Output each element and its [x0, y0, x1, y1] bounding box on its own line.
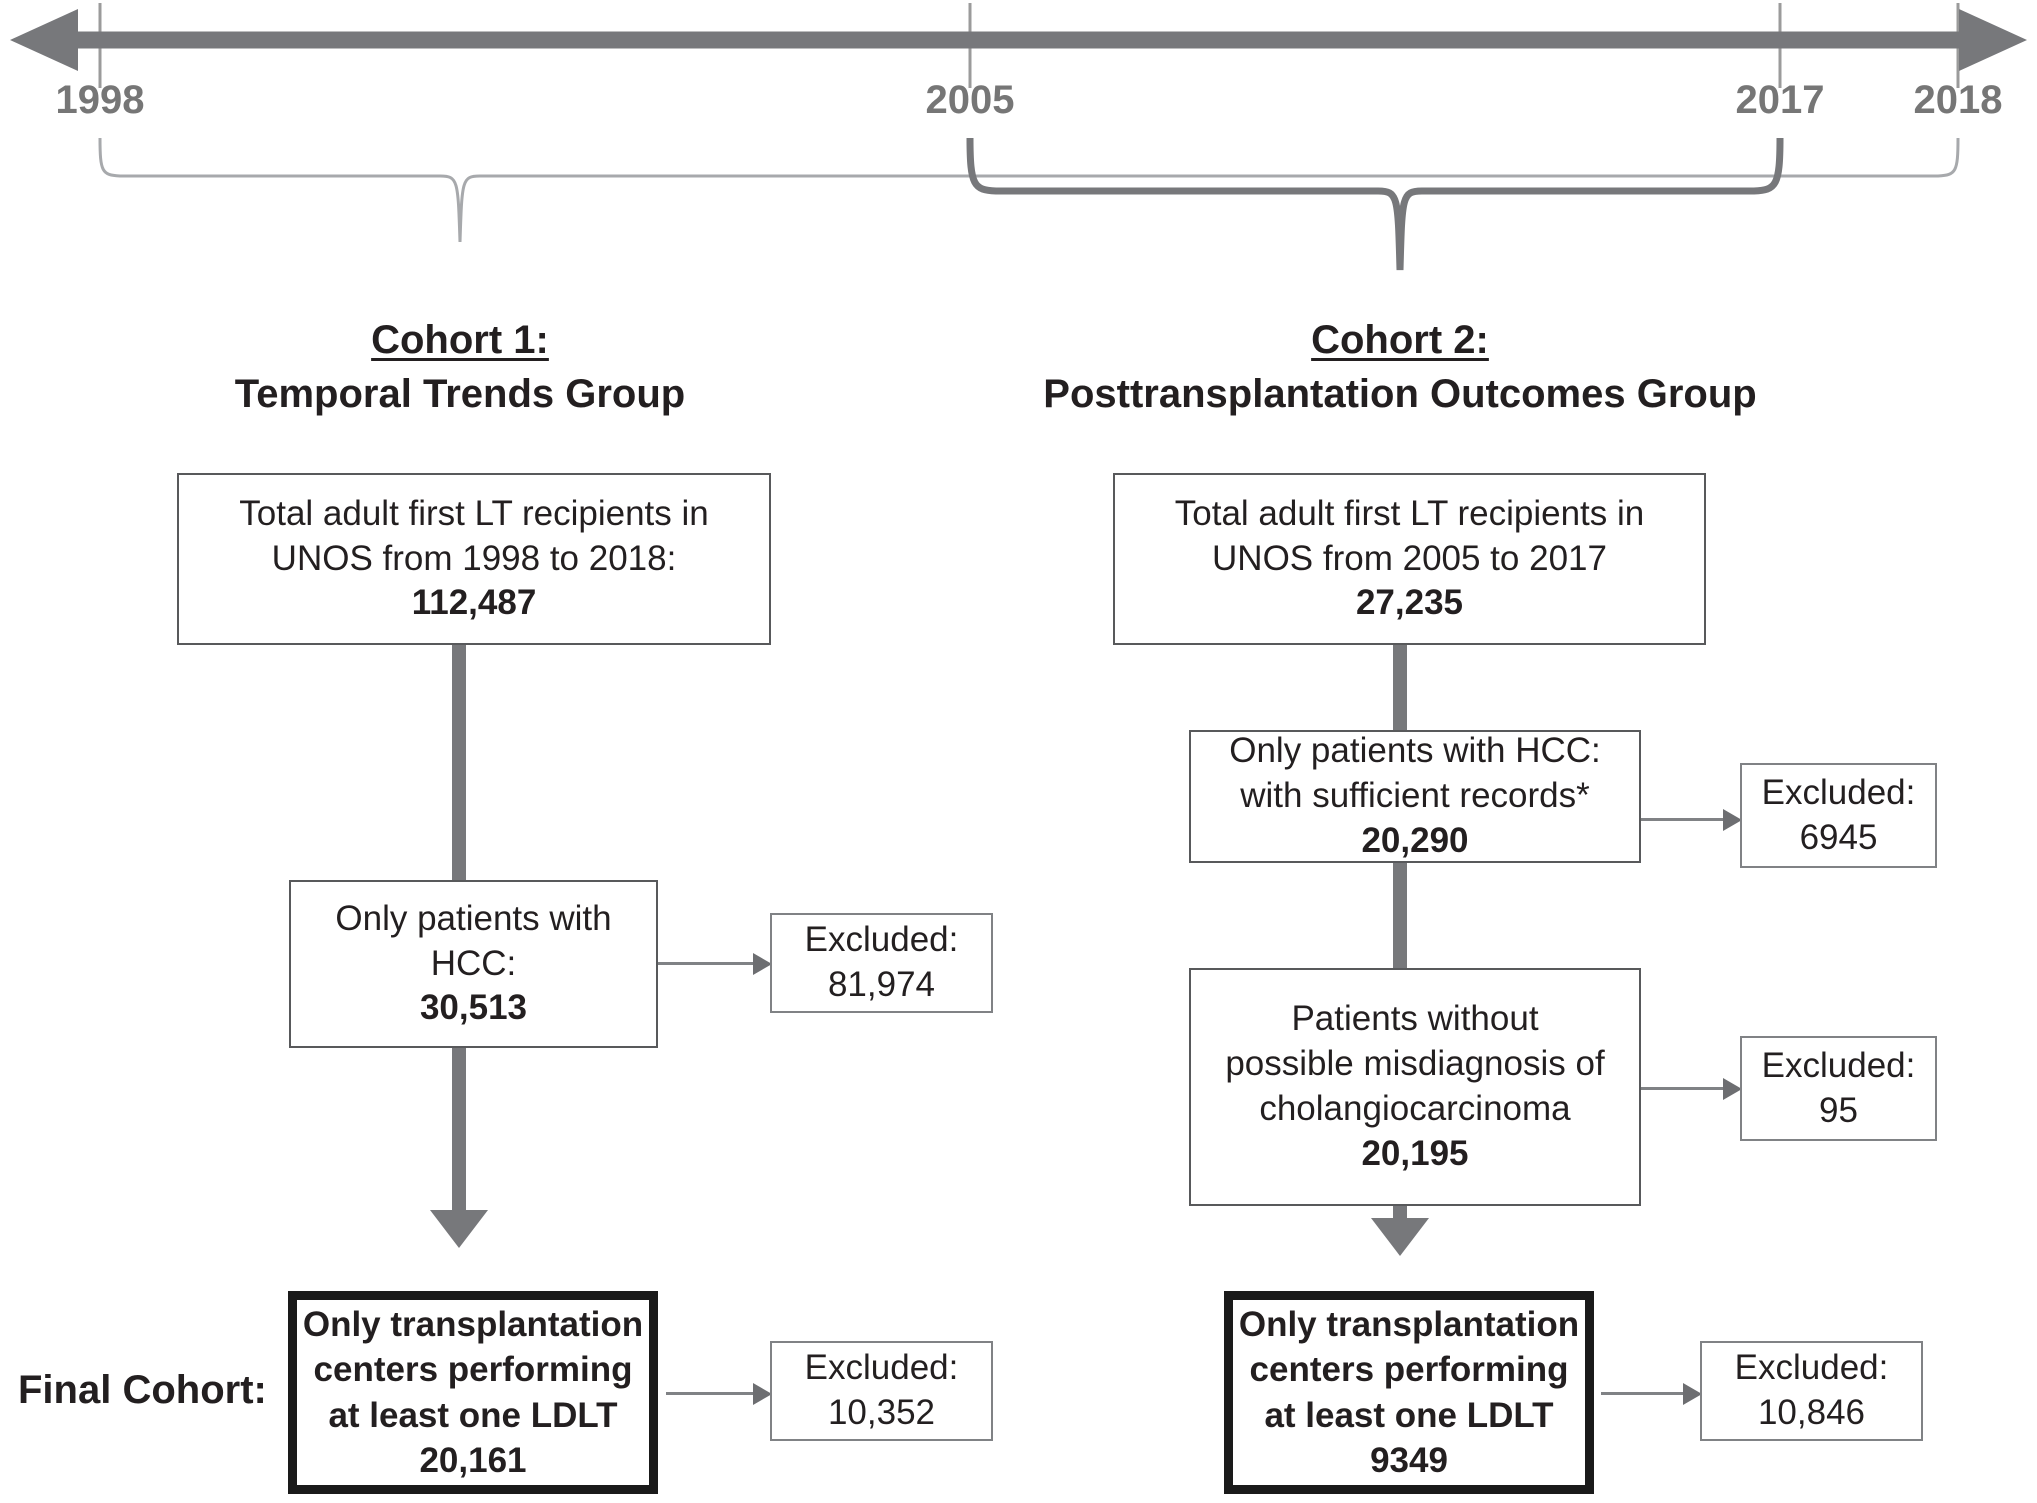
- c2-final-exclude-arrow-head: [1683, 1383, 1702, 1405]
- c2-step-3-line-2: possible misdiagnosis of: [1225, 1044, 1605, 1084]
- c2-step-2-exclude-arrow-line: [1641, 818, 1726, 821]
- timeline-arrow-right: [1959, 9, 2027, 71]
- c1-final-exclude-arrow-head: [753, 1383, 772, 1405]
- cohort-2-title: Cohort 2: Posttransplantation Outcomes G…: [1043, 318, 1756, 417]
- c1-step-1-line-2: UNOS from 1998 to 2018:: [271, 538, 677, 578]
- c2-step-3-count: 20,195: [1361, 1133, 1469, 1173]
- c2-final-count: 9349: [1370, 1441, 1448, 1480]
- c1-step-2-excluded-box: Excluded: 81,974: [770, 913, 993, 1013]
- c2-final-exclude-arrow-line: [1601, 1392, 1686, 1395]
- connector-arrow-c1: [430, 1210, 488, 1248]
- c2-final-box: Only transplantation centers performing …: [1224, 1291, 1594, 1494]
- final-cohort-label: Final Cohort:: [18, 1368, 267, 1412]
- c2-step-2-exclude-arrow-head: [1723, 809, 1742, 831]
- c2-step-3-box: Patients without possible misdiagnosis o…: [1189, 968, 1641, 1206]
- connector-c2-2: [1393, 862, 1407, 970]
- c1-step-1-count: 112,487: [411, 583, 537, 623]
- c1-final-excluded-box: Excluded: 10,352: [770, 1341, 993, 1441]
- c1-step-2-count: 30,513: [419, 988, 528, 1028]
- c1-step-2-exclude-arrow-line: [658, 962, 756, 965]
- c1-final-line-3: at least one LDLT: [328, 1395, 618, 1435]
- c2-step-2-excluded-label: Excluded:: [1761, 772, 1916, 812]
- c1-final-excluded-count: 10,352: [827, 1393, 936, 1432]
- c2-step-3-excluded-label: Excluded:: [1761, 1045, 1916, 1085]
- year-label-2005: 2005: [925, 78, 1015, 122]
- c2-final-excluded-label: Excluded:: [1734, 1348, 1889, 1388]
- c1-step-2-line-1: Only patients with: [335, 898, 612, 938]
- c1-final-count: 20,161: [419, 1441, 527, 1480]
- c2-step-2-count: 20,290: [1361, 820, 1469, 860]
- c2-step-2-line-2: with sufficient records*: [1240, 776, 1590, 816]
- c2-step-3-excluded-box: Excluded: 95: [1740, 1036, 1937, 1141]
- c1-step-2-line-2: HCC:: [430, 943, 517, 983]
- c2-step-2-box: Only patients with HCC: with sufficient …: [1189, 730, 1641, 863]
- c2-final-line-3: at least one LDLT: [1264, 1395, 1554, 1435]
- connector-c1-2: [452, 1048, 466, 1218]
- cohort-1-title-line1: Cohort 1:: [371, 318, 549, 362]
- year-label-2017: 2017: [1735, 78, 1825, 122]
- c2-final-line-1: Only transplantation: [1238, 1304, 1580, 1344]
- c1-final-line-1: Only transplantation: [302, 1304, 644, 1344]
- c1-final-box: Only transplantation centers performing …: [288, 1291, 658, 1494]
- c2-step-3-line-1: Patients without: [1291, 999, 1539, 1039]
- c1-step-2-exclude-arrow-head: [753, 953, 772, 975]
- year-label-1998: 1998: [55, 78, 145, 122]
- cohort-1-title: Cohort 1: Temporal Trends Group: [235, 318, 685, 417]
- c2-final-excluded-count: 10,846: [1757, 1393, 1866, 1432]
- connector-c2-1: [1393, 645, 1407, 735]
- c2-step-2-excluded-box: Excluded: 6945: [1740, 763, 1937, 868]
- c2-step-1-line-2: UNOS from 2005 to 2017: [1212, 538, 1607, 578]
- year-label-2018: 2018: [1913, 78, 2003, 122]
- c2-step-3-exclude-arrow-head: [1723, 1078, 1742, 1100]
- c1-step-2-excluded-label: Excluded:: [804, 920, 959, 960]
- timeline-axis: [10, 3, 2027, 88]
- c1-step-1-line-1: Total adult first LT recipients in: [239, 493, 709, 533]
- c1-final-excluded-label: Excluded:: [804, 1348, 959, 1388]
- c1-step-2-excluded-count: 81,974: [827, 965, 936, 1004]
- c1-final-line-2: centers performing: [313, 1350, 633, 1389]
- c1-step-1-box: Total adult first LT recipients in UNOS …: [177, 473, 771, 645]
- c1-step-2-box: Only patients with HCC: 30,513: [289, 880, 658, 1048]
- c2-step-3-excluded-count: 95: [1819, 1090, 1858, 1130]
- connector-c1-1: [452, 645, 466, 900]
- timeline-arrow-left: [10, 9, 78, 71]
- connector-arrow-c2: [1371, 1218, 1429, 1256]
- cohort-1-title-line2: Temporal Trends Group: [234, 372, 686, 416]
- c2-step-2-excluded-count: 6945: [1799, 817, 1878, 857]
- c2-step-1-line-1: Total adult first LT recipients in: [1174, 493, 1645, 533]
- c1-final-exclude-arrow-line: [666, 1392, 756, 1395]
- c2-step-3-exclude-arrow-line: [1641, 1087, 1726, 1090]
- cohort-2-title-line1: Cohort 2:: [1311, 318, 1489, 362]
- c2-final-line-2: centers performing: [1249, 1350, 1569, 1389]
- c2-step-3-line-3: cholangiocarcinoma: [1259, 1089, 1571, 1128]
- cohort-2-title-line2: Posttransplantation Outcomes Group: [1043, 372, 1757, 416]
- c2-step-2-line-1: Only patients with HCC:: [1229, 731, 1601, 771]
- c2-step-1-box: Total adult first LT recipients in UNOS …: [1113, 473, 1706, 645]
- c2-step-1-count: 27,235: [1355, 583, 1464, 623]
- c2-final-excluded-box: Excluded: 10,846: [1700, 1341, 1923, 1441]
